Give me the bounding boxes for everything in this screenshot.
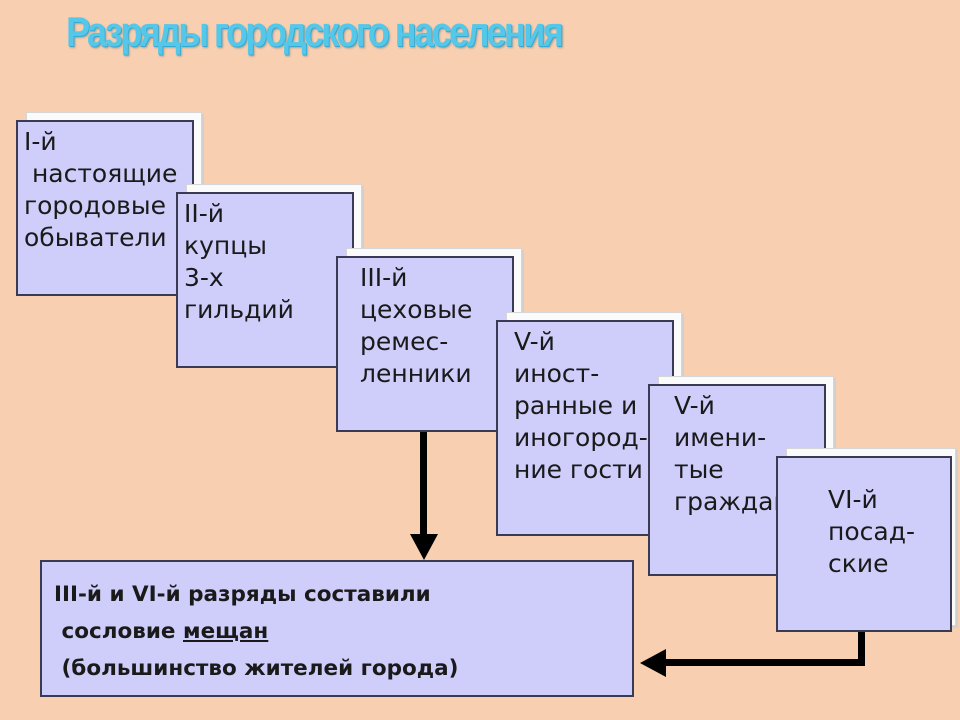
- rank-2-box: II-й купцы 3-х гильдий: [176, 192, 354, 368]
- arrow-down-shaft: [420, 432, 427, 538]
- rank-4-text: V-й иност- ранные и иногород- ние гости: [514, 327, 648, 484]
- rank-4-box: V-й иност- ранные и иногород- ние гости: [496, 320, 674, 536]
- rank-1-box: I-й настоящие городовые обыватели: [16, 120, 194, 296]
- result-line-2-prefix: сословие: [54, 619, 183, 644]
- result-box: III-й и VI-й разряды составили сословие …: [40, 560, 634, 697]
- result-line-3: (большинство жителей города): [54, 656, 459, 681]
- result-line-1: III-й и VI-й разряды составили: [54, 582, 431, 607]
- slide-title: Разряды городского населения: [66, 8, 564, 55]
- arrow-left-head: [640, 649, 666, 677]
- rank-6-box: VI-й посад- ские: [776, 456, 952, 632]
- rank-3-box: III-й цеховые ремес- ленники: [336, 256, 514, 432]
- arrow-left-shaft: [664, 659, 865, 666]
- arrow-down-head: [410, 534, 438, 560]
- arrow-left-vertical: [858, 632, 865, 666]
- result-text: III-й и VI-й разряды составили сословие …: [42, 562, 632, 687]
- rank-1-text: I-й настоящие городовые обыватели: [24, 127, 178, 252]
- rank-6-text: VI-й посад- ские: [828, 485, 916, 578]
- rank-3-text: III-й цеховые ремес- ленники: [360, 263, 473, 388]
- result-line-2-meshchane: мещан: [183, 619, 269, 644]
- rank-2-text: II-й купцы 3-х гильдий: [184, 199, 294, 324]
